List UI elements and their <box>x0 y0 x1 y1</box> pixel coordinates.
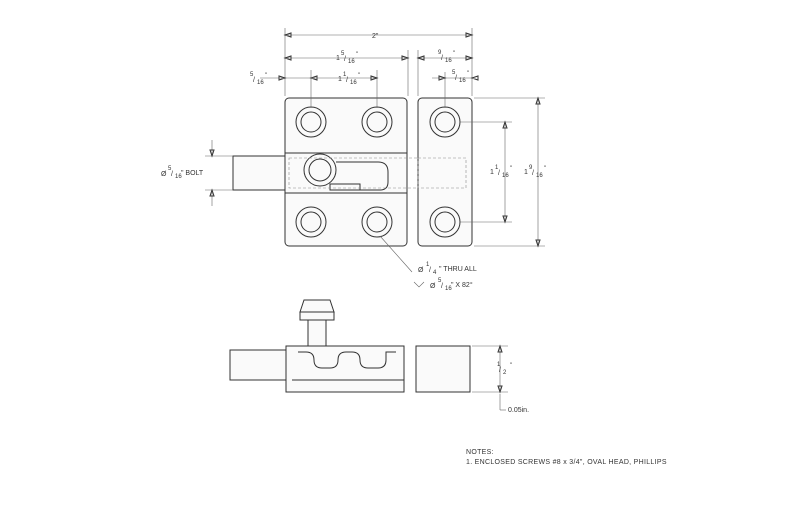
strike-height-label: 1 9 / 16 " <box>524 165 546 179</box>
svg-text:9: 9 <box>529 165 533 171</box>
svg-text:/: / <box>441 55 443 62</box>
svg-text:/: / <box>532 170 534 177</box>
notes-item: 1. ENCLOSED SCREWS #8 x 3/4", OVAL HEAD,… <box>466 459 667 466</box>
center-spacing-label: 1 5 / 16 " <box>336 51 358 65</box>
svg-text:2: 2 <box>503 370 507 376</box>
svg-text:16: 16 <box>348 59 355 65</box>
svg-text:" BOLT: " BOLT <box>181 170 204 177</box>
svg-text:1: 1 <box>343 72 347 78</box>
svg-text:1: 1 <box>426 262 430 268</box>
svg-text:5: 5 <box>250 72 254 78</box>
svg-text:1: 1 <box>524 169 528 176</box>
bolt-shaft <box>232 155 286 191</box>
svg-text:/: / <box>429 267 431 274</box>
svg-text:Ø: Ø <box>430 283 436 290</box>
svg-text:Ø: Ø <box>161 171 167 178</box>
svg-text:": " <box>467 71 469 77</box>
svg-text:5: 5 <box>452 70 456 76</box>
svg-text:": " <box>265 73 267 79</box>
countersink-callout: Ø 5 / 16 " X 82° <box>413 278 473 292</box>
strike-top-view <box>417 97 473 247</box>
svg-text:16: 16 <box>459 78 466 84</box>
svg-text:/: / <box>441 283 443 290</box>
svg-text:/: / <box>455 75 457 82</box>
svg-text:1: 1 <box>495 165 499 171</box>
svg-text:": " <box>358 73 360 79</box>
overall-width-label: 2" <box>372 33 379 40</box>
notes-block: NOTES: 1. ENCLOSED SCREWS #8 x 3/4", OVA… <box>466 449 667 466</box>
dimension-lines <box>205 28 545 273</box>
strike-width-label: 9 / 16 " <box>438 50 455 64</box>
svg-text:/: / <box>498 170 500 177</box>
svg-text:": " <box>510 166 512 172</box>
svg-text:" THRU ALL: " THRU ALL <box>439 266 477 273</box>
hole-thru-callout: Ø 1 / 4 " THRU ALL <box>418 262 477 276</box>
svg-text:5: 5 <box>168 166 172 172</box>
notes-heading: NOTES: <box>466 449 494 456</box>
svg-text:/: / <box>499 367 501 374</box>
thickness-label: 0.05in. <box>508 407 529 414</box>
strike-hole-offset-label: 5 / 16 " <box>452 70 469 84</box>
svg-text:": " <box>544 166 546 172</box>
svg-text:1: 1 <box>497 362 501 368</box>
svg-text:Ø: Ø <box>418 267 424 274</box>
svg-text:1: 1 <box>336 55 340 62</box>
screw-hole <box>361 206 393 238</box>
svg-text:/: / <box>253 77 255 84</box>
svg-text:1: 1 <box>490 169 494 176</box>
pitch-label: 1 1 / 16 " <box>338 72 360 86</box>
svg-text:5: 5 <box>438 278 442 284</box>
dimension-labels: 2" 1 5 / 16 " 5 / 16 " 1 1 / 16 " 9 / 16… <box>161 33 546 292</box>
svg-text:16: 16 <box>445 286 452 292</box>
svg-text:5: 5 <box>341 51 345 57</box>
screw-hole <box>295 206 327 238</box>
svg-text:1: 1 <box>338 76 342 83</box>
svg-text:16: 16 <box>536 173 543 179</box>
svg-text:4: 4 <box>433 270 437 276</box>
side-dimension-labels: 1 / 2 " 0.05in. <box>497 362 529 414</box>
side-height-label: 1 / 2 " <box>497 362 512 376</box>
svg-text:9: 9 <box>438 50 442 56</box>
svg-text:/: / <box>346 77 348 84</box>
svg-text:16: 16 <box>502 173 509 179</box>
svg-text:/: / <box>344 56 346 63</box>
svg-text:16: 16 <box>175 174 182 180</box>
svg-text:16: 16 <box>350 80 357 86</box>
svg-text:16: 16 <box>257 80 264 86</box>
bolt-diameter-label: Ø 5 / 16 " BOLT <box>161 166 204 180</box>
strike-hole-spacing-label: 1 1 / 16 " <box>490 165 512 179</box>
svg-text:": " <box>453 51 455 57</box>
svg-text:/: / <box>171 171 173 178</box>
svg-text:16: 16 <box>445 58 452 64</box>
latch-side-view <box>229 299 471 393</box>
side-dimension-lines <box>472 344 508 411</box>
svg-text:": " <box>510 363 512 369</box>
svg-text:" X 82°: " X 82° <box>451 281 473 289</box>
svg-text:": " <box>356 52 358 58</box>
countersink-symbol-icon <box>413 281 425 288</box>
bolt-knob <box>303 153 389 191</box>
offset-label: 5 / 16 " <box>250 72 267 86</box>
